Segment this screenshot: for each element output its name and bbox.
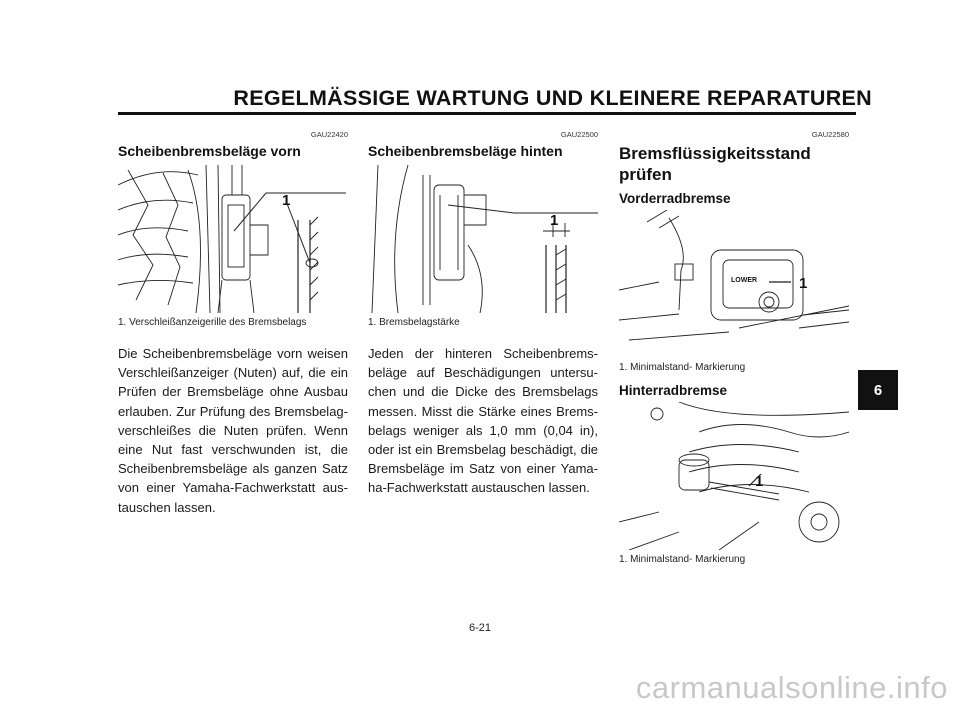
figure-caption: 1. Verschleißanzeigerille des Bremsbelag… <box>118 317 307 328</box>
subheading-rear-brake: Hinterradbremse <box>619 383 728 398</box>
watermark-text: carmanualsonline.info <box>635 670 948 705</box>
figure-callout-1: 1 <box>799 275 807 292</box>
figure-caption: 1. Minimalstand- Markierung <box>619 554 746 565</box>
reservoir-lower-mark: LOWER <box>731 277 757 284</box>
section-heading: Bremsflüssigkeitsstand prüfen <box>619 144 811 184</box>
column-front-brake-pads: GAU22420 Scheibenbremsbeläge vorn 1 1. V… <box>118 130 348 517</box>
section-heading: Scheibenbremsbeläge vorn <box>118 143 301 159</box>
page-header-title: REGELMÄSSIGE WARTUNG UND KLEINERE REPARA… <box>233 86 872 110</box>
figure-caption: 1. Minimalstand- Markierung <box>619 362 746 373</box>
front-brake-reservoir-illustration: LOWER 1 <box>619 210 849 341</box>
body-paragraph: Die Scheibenbremsbeläge vorn weisen Vers… <box>118 346 348 515</box>
column-brake-fluid-level: GAU22580 Bremsflüssigkeitsstand prüfen V… <box>619 130 849 565</box>
page-number: 6-21 <box>468 622 492 634</box>
front-brake-pad-illustration: 1 <box>118 165 346 313</box>
figure-callout-1: 1 <box>550 212 558 229</box>
figure-callout-1: 1 <box>755 473 763 490</box>
chapter-tab: 6 <box>858 370 898 410</box>
section-code: GAU22420 <box>310 130 348 139</box>
column-rear-brake-pads: GAU22500 Scheibenbremsbeläge hinten 1 1.… <box>368 130 598 498</box>
section-code: GAU22580 <box>811 130 849 139</box>
subheading-front-brake: Vorderradbremse <box>619 191 731 206</box>
body-paragraph: Jeden der hinteren Scheibenbrems­beläge … <box>368 346 598 496</box>
section-code: GAU22500 <box>560 130 598 139</box>
rear-brake-pad-illustration: 1 <box>371 165 598 313</box>
figure-callout-1: 1 <box>282 192 290 209</box>
rear-brake-reservoir-illustration: 1 <box>619 402 849 550</box>
section-heading: Scheibenbremsbeläge hinten <box>368 143 563 159</box>
header-rule <box>118 112 856 115</box>
figure-caption: 1. Bremsbelagstärke <box>368 317 460 328</box>
